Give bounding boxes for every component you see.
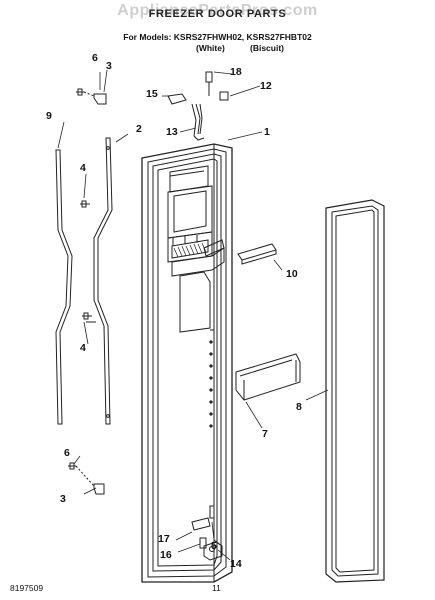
model-line: For Models: KSRS27FHWH02, KSRS27FHBT02 (123, 32, 312, 42)
diagram-title: FREEZER DOOR PARTS (148, 8, 287, 20)
door-holes (209, 340, 213, 428)
door-gasket (325, 199, 385, 583)
handle-screws (80, 200, 96, 323)
top-hinge-parts (76, 88, 107, 105)
door-panel (141, 143, 233, 583)
callout-7: 7 (262, 428, 268, 440)
callout-10: 10 (286, 268, 298, 280)
callout-6-bottom: 6 (64, 447, 70, 459)
callout-9: 9 (46, 110, 52, 122)
callout-15: 15 (146, 88, 158, 100)
callout-14: 14 (230, 558, 242, 570)
bottom-hinge (203, 539, 223, 561)
callout-4-bottom: 4 (80, 342, 86, 354)
handle-bar (93, 137, 113, 425)
page-number: 11 (212, 583, 221, 593)
callout-3-top: 3 (106, 60, 112, 72)
callout-1: 1 (264, 126, 270, 138)
site-watermark: AppliancePartsPros.com (117, 2, 318, 19)
trim-strip (55, 149, 73, 425)
leader-lines (57, 69, 329, 561)
variant-white: (White) (196, 43, 225, 53)
callout-18: 18 (230, 66, 242, 78)
callout-16: 16 (160, 549, 172, 561)
callout-4-top: 4 (80, 162, 86, 174)
callout-6-top: 6 (92, 52, 98, 64)
document-number: 8197509 (10, 583, 44, 593)
callout-8: 8 (296, 401, 302, 413)
door-shelf (235, 353, 301, 401)
dispenser-housing (167, 185, 225, 420)
bottom-hinge-parts (68, 462, 105, 495)
callout-5: 5 (211, 540, 217, 552)
callout-13: 13 (166, 126, 178, 138)
callout-12: 12 (260, 80, 272, 92)
top-wiring (167, 71, 229, 141)
dispenser-cover (237, 243, 277, 265)
variant-biscuit: (Biscuit) (250, 43, 284, 53)
callout-3-bottom: 3 (60, 493, 66, 505)
callout-17: 17 (158, 533, 170, 545)
callout-2: 2 (136, 123, 142, 135)
bottom-small-parts (191, 505, 215, 549)
